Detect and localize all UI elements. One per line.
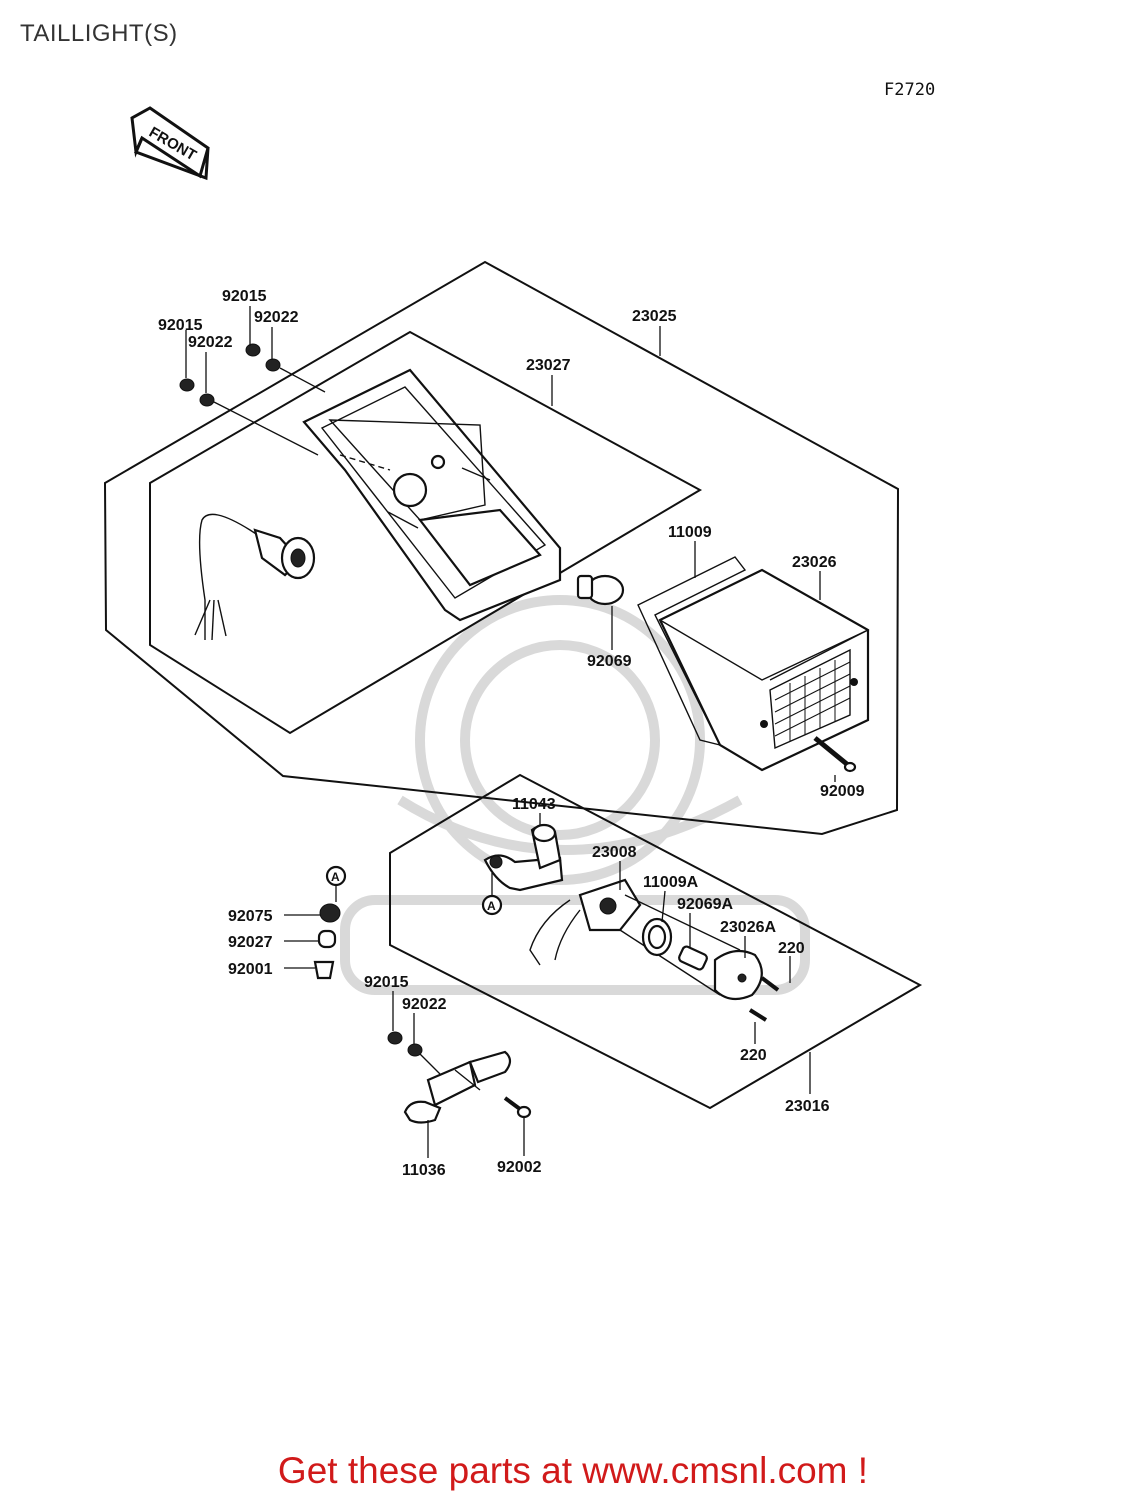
- ref-a-upper: A: [331, 870, 340, 884]
- label-92015-left: 92015: [158, 317, 203, 334]
- label-92075: 92075: [228, 908, 273, 925]
- bracket-11036: [387, 1031, 532, 1124]
- label-220-upper: 220: [778, 940, 805, 957]
- label-92069A: 92069A: [677, 896, 733, 913]
- nuts-washers-upper: [179, 343, 326, 456]
- parts-link-banner[interactable]: Get these parts at www.cmsnl.com !: [277, 1450, 869, 1491]
- label-23026A: 23026A: [720, 919, 776, 936]
- label-23026: 23026: [792, 554, 837, 571]
- label-23027: 23027: [526, 357, 571, 374]
- label-92027: 92027: [228, 934, 273, 951]
- bulb-socket-wires: [194, 513, 316, 641]
- lens-23026: [637, 556, 870, 772]
- label-92001: 92001: [228, 961, 273, 978]
- label-11036: 11036: [402, 1162, 446, 1179]
- grommet-stack: A A: [313, 865, 503, 980]
- label-11009A: 11009A: [643, 874, 699, 891]
- exploded-parts-diagram: FRONT: [103, 106, 923, 1179]
- label-11043: 11043: [512, 796, 556, 813]
- bulb-92069: [576, 574, 625, 606]
- screw-92009: [813, 736, 857, 773]
- label-220-lower: 220: [740, 1047, 767, 1064]
- label-23016: 23016: [785, 1098, 830, 1115]
- license-light-assembly: [483, 823, 780, 1022]
- label-92022-lower: 92022: [402, 996, 447, 1013]
- frame-23016: [389, 773, 923, 1110]
- taillight-housing: [302, 368, 562, 622]
- label-92069: 92069: [587, 653, 632, 670]
- label-92015-top: 92015: [222, 288, 267, 305]
- label-92022-top: 92022: [254, 309, 299, 326]
- page-title: TAILLIGHT(S): [20, 20, 178, 47]
- label-92022-left: 92022: [188, 334, 233, 351]
- diagram-code: F2720: [884, 80, 936, 100]
- label-92002: 92002: [497, 1159, 542, 1176]
- ref-a-lower: A: [487, 899, 496, 913]
- frame-23027: [149, 330, 703, 735]
- label-92015-lower: 92015: [364, 974, 409, 991]
- label-92009: 92009: [820, 783, 865, 800]
- label-23025: 23025: [632, 308, 677, 325]
- label-23008: 23008: [592, 844, 637, 861]
- leader-lines: [185, 306, 836, 1158]
- label-11009: 11009: [668, 524, 712, 541]
- front-arrow-icon: FRONT: [130, 106, 210, 181]
- frame-23025: [103, 260, 900, 836]
- part-labels: 92015 92022 92015 92022 23025 23027 1100…: [158, 288, 865, 1179]
